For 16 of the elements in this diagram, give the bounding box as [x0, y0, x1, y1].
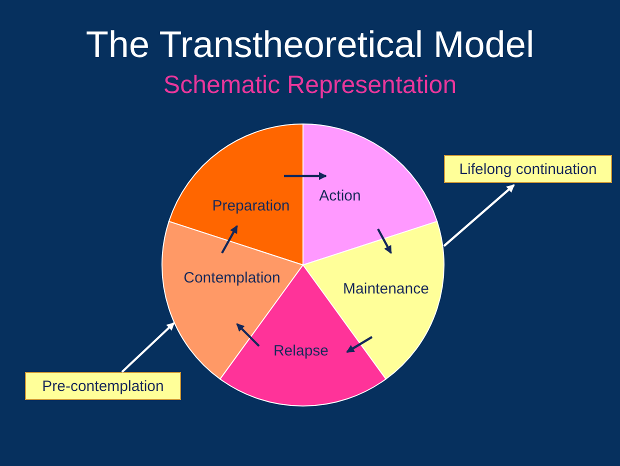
arrow	[221, 225, 238, 254]
arrow	[443, 184, 515, 247]
stage-label: Maintenance	[343, 282, 429, 296]
arrow	[236, 323, 260, 347]
arrow	[377, 228, 392, 254]
title: The Transtheoretical Model	[86, 23, 534, 67]
stage-label: Preparation	[212, 198, 290, 214]
arrow	[284, 172, 327, 180]
callout-box: Lifelong continuation	[444, 155, 612, 183]
arrow	[346, 336, 373, 353]
stage-label: Contemplation	[184, 270, 280, 286]
stage-label: Action	[319, 188, 361, 204]
callout-box: Pre-contemplation	[25, 372, 181, 400]
stage-label: Relapse	[273, 344, 329, 358]
subtitle: Schematic Representation	[163, 70, 457, 101]
arrow	[121, 322, 175, 373]
